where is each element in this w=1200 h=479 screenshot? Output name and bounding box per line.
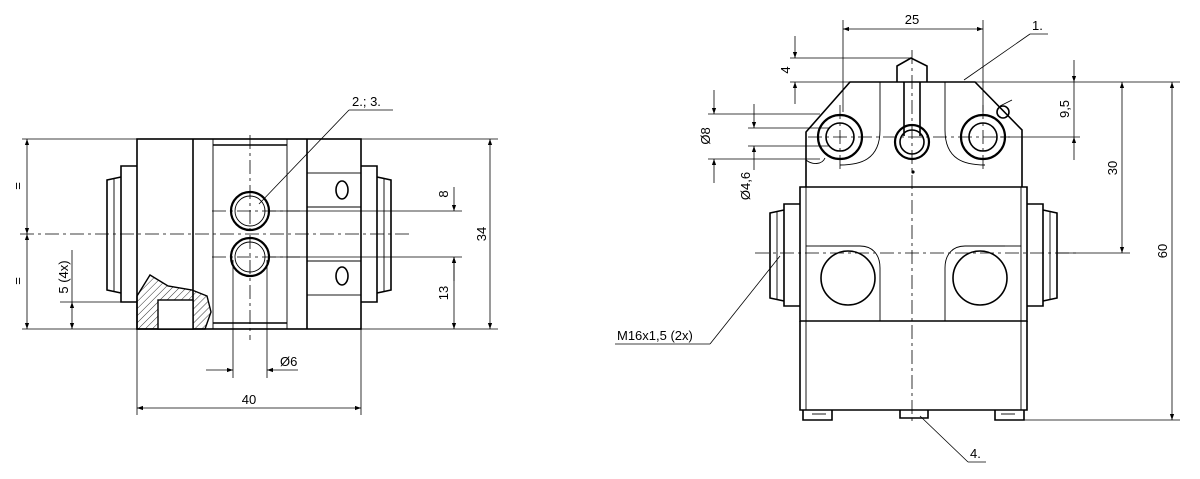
right-view: 25 4 Ø8 Ø4,6 9,5 30 60 1. 4. M16x1,5 (2x… <box>615 12 1180 463</box>
dim-5-4x: 5 (4x) <box>56 260 71 293</box>
dim-25: 25 <box>905 12 919 27</box>
left-view-centerlines <box>20 135 410 340</box>
dim-40: 40 <box>242 392 256 407</box>
right-view-centerlines <box>755 50 1080 425</box>
dim-34: 34 <box>474 227 489 241</box>
left-view-labels: = = 5 (4x) 34 8 13 40 Ø6 2.; 3. <box>10 94 489 407</box>
dim-13: 13 <box>436 286 451 300</box>
right-view-dimensions <box>615 20 1180 463</box>
right-view-labels: 25 4 Ø8 Ø4,6 9,5 30 60 1. 4. M16x1,5 (2x… <box>617 12 1170 461</box>
dim-30: 30 <box>1105 161 1120 175</box>
right-view-body <box>769 57 1058 421</box>
dim-4: 4 <box>778 66 793 73</box>
dim-9-5: 9,5 <box>1057 100 1072 118</box>
dim-dia-6: Ø6 <box>280 354 297 369</box>
callout-1: 1. <box>1032 18 1043 33</box>
dim-8: 8 <box>436 190 451 197</box>
dim-eq-bottom: = <box>10 277 25 285</box>
callout-thread: M16x1,5 (2x) <box>617 328 693 343</box>
dim-eq-top: = <box>10 182 25 190</box>
left-view-dimensions <box>22 109 498 415</box>
dim-dia-4-6: Ø4,6 <box>738 172 753 200</box>
dim-dia-8: Ø8 <box>698 127 713 144</box>
dim-60: 60 <box>1155 244 1170 258</box>
callout-4: 4. <box>970 446 981 461</box>
left-view: = = 5 (4x) 34 8 13 40 Ø6 2.; 3. <box>10 94 498 415</box>
callout-2-3: 2.; 3. <box>352 94 381 109</box>
